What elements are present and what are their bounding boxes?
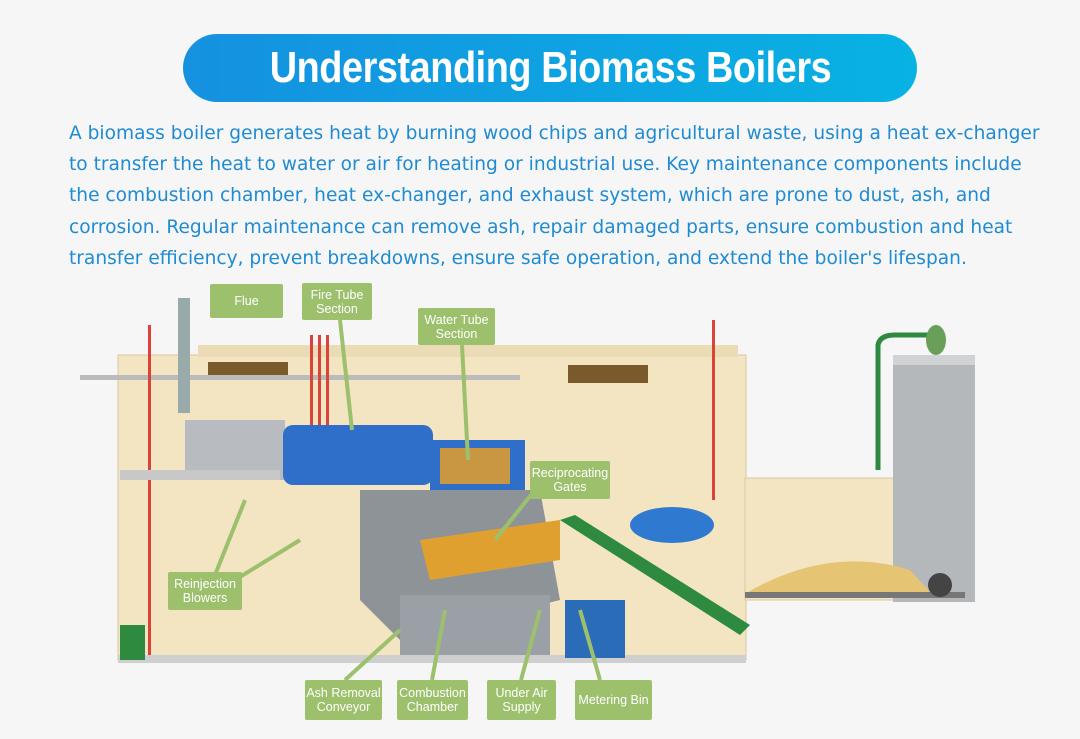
label-metering-bin: Metering Bin	[575, 680, 652, 720]
label-fire-tube-section: Fire Tube Section	[302, 283, 372, 320]
intro-paragraph: A biomass boiler generates heat by burni…	[69, 123, 1040, 269]
page-title: Understanding Biomass Boilers	[269, 43, 831, 92]
label-ash-removal-conveyor: Ash Removal Conveyor	[305, 680, 382, 720]
boiler-diagram	[80, 298, 975, 682]
label-reciprocating-gates: Reciprocating Gates	[530, 461, 610, 499]
label-reinjection-blowers: Reinjection Blowers	[168, 572, 242, 610]
label-flue: Flue	[210, 284, 283, 318]
label-combustion-chamber: Combustion Chamber	[397, 680, 468, 720]
label-water-tube-section: Water Tube Section	[418, 308, 495, 345]
label-under-air-supply: Under Air Supply	[487, 680, 556, 720]
title-banner: Understanding Biomass Boilers	[183, 34, 917, 102]
